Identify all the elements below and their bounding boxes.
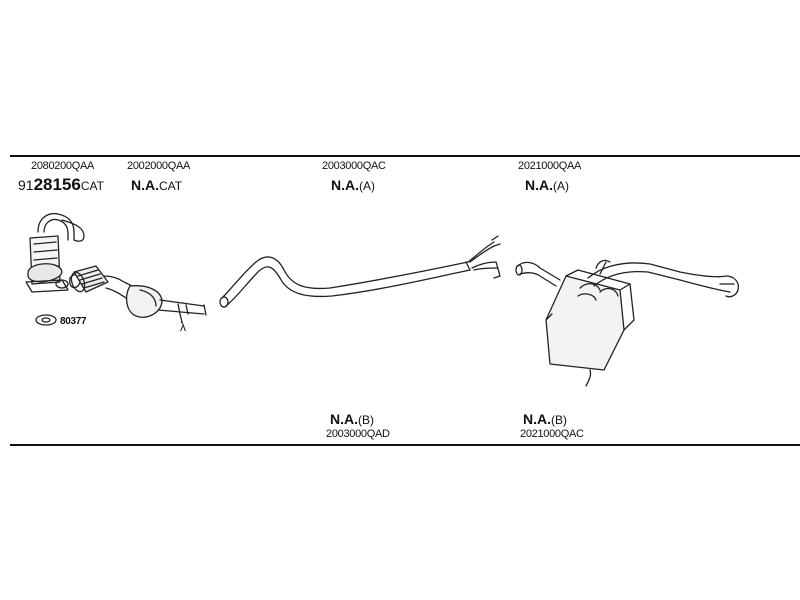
label-middle-pipe: N.A.(B) <box>330 411 374 427</box>
label-silencer-variant: N.A.(B) <box>523 411 567 427</box>
label-front-pipe-main: N.A. <box>331 177 359 193</box>
top-divider <box>10 155 800 157</box>
label-rear-silencer-suffix: (A) <box>553 179 569 193</box>
label-catalyst-main: N.A. <box>131 177 159 193</box>
part-code-rear-silencer: 2021000QAA <box>518 160 582 172</box>
part-code-middle-pipe: 2003000QAD <box>326 428 390 440</box>
lambda-symbol: λ <box>180 320 186 334</box>
label-silencer-variant-main: N.A. <box>523 411 551 427</box>
label-rear-silencer-main: N.A. <box>525 177 553 193</box>
gasket-ring-drawing <box>35 314 57 326</box>
exhaust-manifold-drawing <box>25 212 85 293</box>
label-front-pipe: N.A.(A) <box>331 177 375 193</box>
label-manifold: 9128156CAT <box>18 175 104 195</box>
label-front-pipe-suffix: (A) <box>359 179 375 193</box>
front-pipe-drawing <box>219 235 501 308</box>
part-code-front-pipe: 2003000QAC <box>322 160 386 172</box>
part-code-manifold: 2080200QAA <box>31 160 95 172</box>
label-manifold-prefix: 91 <box>18 177 34 193</box>
rear-silencer-drawing <box>515 259 740 387</box>
label-manifold-suffix: CAT <box>80 179 104 193</box>
label-middle-pipe-main: N.A. <box>330 411 358 427</box>
label-catalyst-suffix: CAT <box>159 179 183 193</box>
bottom-divider <box>10 444 800 446</box>
part-code-silencer-variant: 2021000QAC <box>520 428 584 440</box>
catalytic-converter-drawing <box>70 265 207 323</box>
part-code-catalyst: 2002000QAA <box>127 160 191 172</box>
label-middle-pipe-suffix: (B) <box>358 413 374 427</box>
gasket-code: 80377 <box>60 316 87 327</box>
label-silencer-variant-suffix: (B) <box>551 413 567 427</box>
label-catalyst: N.A.CAT <box>131 177 182 193</box>
label-rear-silencer: N.A.(A) <box>525 177 569 193</box>
label-manifold-number: 28156 <box>33 175 81 194</box>
